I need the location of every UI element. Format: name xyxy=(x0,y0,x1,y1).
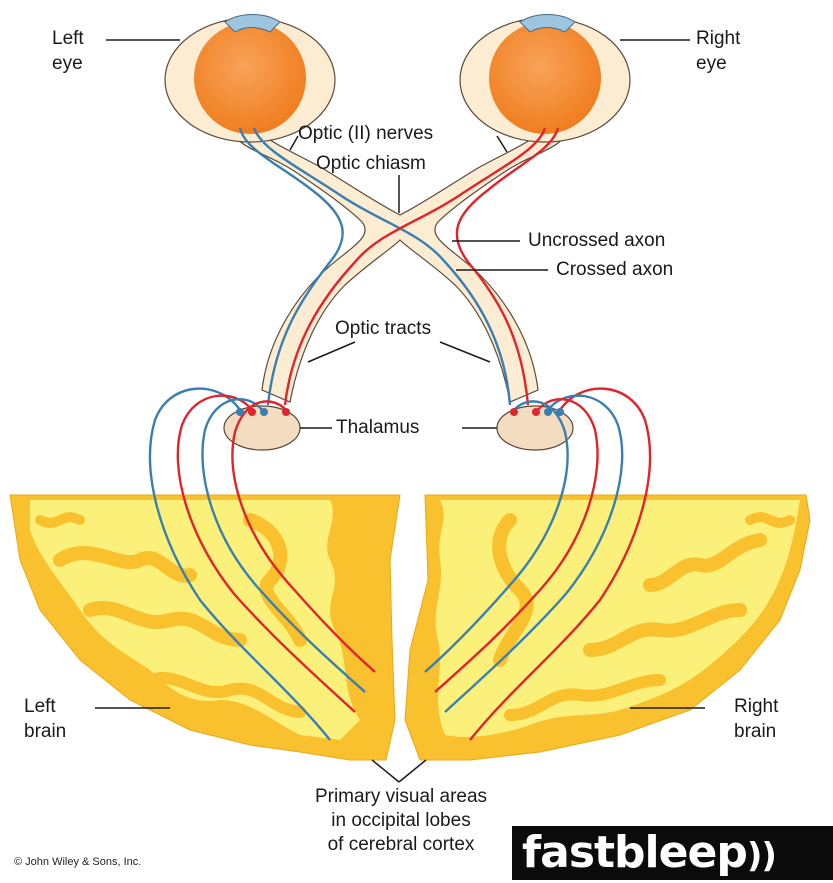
right-eye xyxy=(460,15,630,143)
right-brain-label: Right brain xyxy=(734,694,778,744)
uncrossed-axon-label: Uncrossed axon xyxy=(528,229,665,253)
optic-chiasm-label: Optic chiasm xyxy=(316,152,426,176)
left-eye-label: Left eye xyxy=(52,26,84,76)
crossed-axon-label: Crossed axon xyxy=(556,258,673,282)
fastbleep-logo: fastbleep)) xyxy=(512,826,833,880)
copyright-notice: © John Wiley & Sons, Inc. xyxy=(14,856,141,868)
optic-nerves-label: Optic (II) nerves xyxy=(298,122,433,146)
optic-tracts-label: Optic tracts xyxy=(335,317,431,341)
primary-visual-areas-label: Primary visual areas in occipital lobes … xyxy=(272,785,530,857)
left-brain-hemisphere xyxy=(10,495,400,760)
right-eye-label: Right eye xyxy=(696,26,740,76)
sound-waves-icon: )) xyxy=(747,836,776,876)
thalamus-label: Thalamus xyxy=(336,416,419,440)
left-brain-label: Left brain xyxy=(24,694,66,744)
logo-text: fastbleep xyxy=(522,827,747,878)
